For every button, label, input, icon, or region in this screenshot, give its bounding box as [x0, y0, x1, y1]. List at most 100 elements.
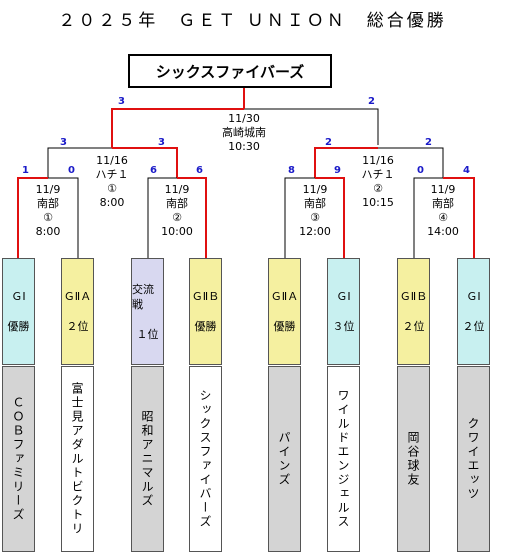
semi1-line-right	[112, 147, 178, 178]
team-name-text: クワイエッツ	[466, 417, 480, 501]
q4-venue: 南部	[432, 197, 454, 210]
q3-info: 11/9 南部 ③ 12:00	[290, 183, 340, 239]
team-seed-3: 交流戦 １位	[131, 258, 164, 365]
team-seed-rank: ２位	[66, 320, 89, 333]
semi1-num: ①	[107, 182, 117, 195]
team-seed-group: ＧⅡＢ	[191, 290, 220, 303]
q1-date: 11/9	[35, 183, 61, 196]
q2-score-right: 6	[196, 165, 203, 176]
q2-date: 11/9	[164, 183, 190, 196]
final-line-right	[244, 108, 379, 145]
q2-line-left	[147, 177, 177, 258]
team-seed-rank: １位	[136, 327, 159, 341]
team-seed-group: ＧⅡＢ	[399, 290, 428, 303]
team-seed-rank: 優勝	[7, 320, 30, 333]
semi1-venue: ハチ１	[95, 168, 129, 181]
q2-time: 10:00	[161, 225, 193, 238]
q2-score-left: 6	[150, 165, 157, 176]
semi1-info: 11/16 ハチ１ ① 8:00	[82, 154, 142, 210]
team-seed-group: ＧⅡＡ	[63, 290, 92, 303]
team-name-text: 岡谷球友	[406, 431, 420, 487]
team-name-8: クワイエッツ	[457, 366, 490, 552]
q2-num: ②	[172, 211, 182, 224]
team-name-6: ワイルドエンジェルス	[327, 366, 360, 552]
team-seed-2: ＧⅡＡ ２位	[61, 258, 94, 365]
q2-info: 11/9 南部 ② 10:00	[152, 183, 202, 239]
team-seed-rank: ２位	[402, 320, 425, 333]
team-seed-group: ＧⅠ	[336, 290, 351, 303]
final-score-right: 2	[368, 96, 375, 107]
q4-score-right: 4	[463, 165, 470, 176]
semi1-date: 11/16	[96, 154, 128, 167]
page-title: ２０２５年 ＧＥＴ ＵＮＩＯＮ 総合優勝	[58, 11, 447, 31]
q1-line-left	[17, 177, 48, 258]
team-seed-rank: ２位	[462, 320, 485, 333]
q4-line-right	[443, 177, 475, 258]
team-name-text: 富士見アダルトビクトリ	[70, 382, 84, 536]
team-name-1: ＣＯＢファミリーズ	[2, 366, 35, 552]
q4-time: 14:00	[427, 225, 459, 238]
q1-num: ①	[43, 211, 53, 224]
q1-info: 11/9 南部 ① 8:00	[23, 183, 73, 239]
team-name-text: ワイルドエンジェルス	[336, 389, 350, 529]
team-seed-7: ＧⅡＢ ２位	[397, 258, 430, 365]
team-seed-1: ＧⅠ 優勝	[2, 258, 35, 365]
team-seed-group: ＧⅡＡ	[270, 290, 299, 303]
q1-line-right	[48, 177, 79, 258]
semi2-line-left	[314, 147, 378, 178]
team-seed-group: 交流戦	[132, 282, 154, 311]
final-score-left: 3	[118, 96, 125, 107]
semi2-score-right: 2	[425, 137, 432, 148]
q4-info: 11/9 南部 ④ 14:00	[418, 183, 468, 239]
q4-line-left	[413, 177, 443, 258]
semi2-time: 10:15	[362, 196, 394, 209]
final-time: 10:30	[228, 140, 260, 153]
q1-score-left: 1	[22, 165, 29, 176]
semi2-info: 11/16 ハチ１ ② 10:15	[348, 154, 408, 210]
final-date: 11/30	[228, 112, 260, 125]
q2-line-right	[177, 177, 207, 258]
semi2-line-right	[378, 147, 444, 178]
team-name-7: 岡谷球友	[397, 366, 430, 552]
team-name-text: パインズ	[277, 431, 291, 487]
team-name-text: ＣＯＢファミリーズ	[11, 396, 25, 522]
q3-time: 12:00	[299, 225, 331, 238]
team-seed-8: ＧⅠ ２位	[457, 258, 490, 365]
team-seed-4: ＧⅡＢ 優勝	[189, 258, 222, 365]
team-name-2: 富士見アダルトビクトリ	[61, 366, 94, 552]
final-info: 11/30 高崎城南 10:30	[204, 112, 284, 154]
q3-venue: 南部	[304, 197, 326, 210]
q3-score-left: 8	[288, 165, 295, 176]
semi1-score-right: 3	[158, 137, 165, 148]
semi2-venue: ハチ１	[361, 168, 395, 181]
team-seed-group: ＧⅠ	[11, 290, 26, 303]
champion-box: シックスファイバーズ	[128, 54, 332, 88]
semi1-score-left: 3	[60, 137, 67, 148]
semi2-num: ②	[373, 182, 383, 195]
team-seed-rank: ３位	[332, 320, 355, 333]
q4-score-left: 0	[417, 165, 424, 176]
team-seed-rank: 優勝	[194, 320, 217, 333]
q3-line-left	[284, 177, 315, 258]
final-venue: 高崎城南	[222, 126, 266, 139]
team-seed-group: ＧⅠ	[466, 290, 481, 303]
q4-num: ④	[438, 211, 448, 224]
team-name-3: 昭和アニマルズ	[131, 366, 164, 552]
q3-line-right	[315, 177, 345, 258]
q1-time: 8:00	[35, 225, 61, 238]
q3-num: ③	[310, 211, 320, 224]
semi2-date: 11/16	[362, 154, 394, 167]
team-name-text: 昭和アニマルズ	[140, 410, 154, 508]
team-name-4: シックスファイバーズ	[189, 366, 222, 552]
team-name-5: パインズ	[268, 366, 301, 552]
team-seed-5: ＧⅡＡ 優勝	[268, 258, 301, 365]
team-seed-rank: 優勝	[273, 320, 296, 333]
q2-venue: 南部	[166, 197, 188, 210]
q3-score-right: 9	[334, 165, 341, 176]
team-name-text: シックスファイバーズ	[198, 389, 212, 529]
team-seed-6: ＧⅠ ３位	[327, 258, 360, 365]
semi1-line-left	[47, 147, 112, 178]
q3-date: 11/9	[302, 183, 328, 196]
q1-score-right: 0	[68, 165, 75, 176]
